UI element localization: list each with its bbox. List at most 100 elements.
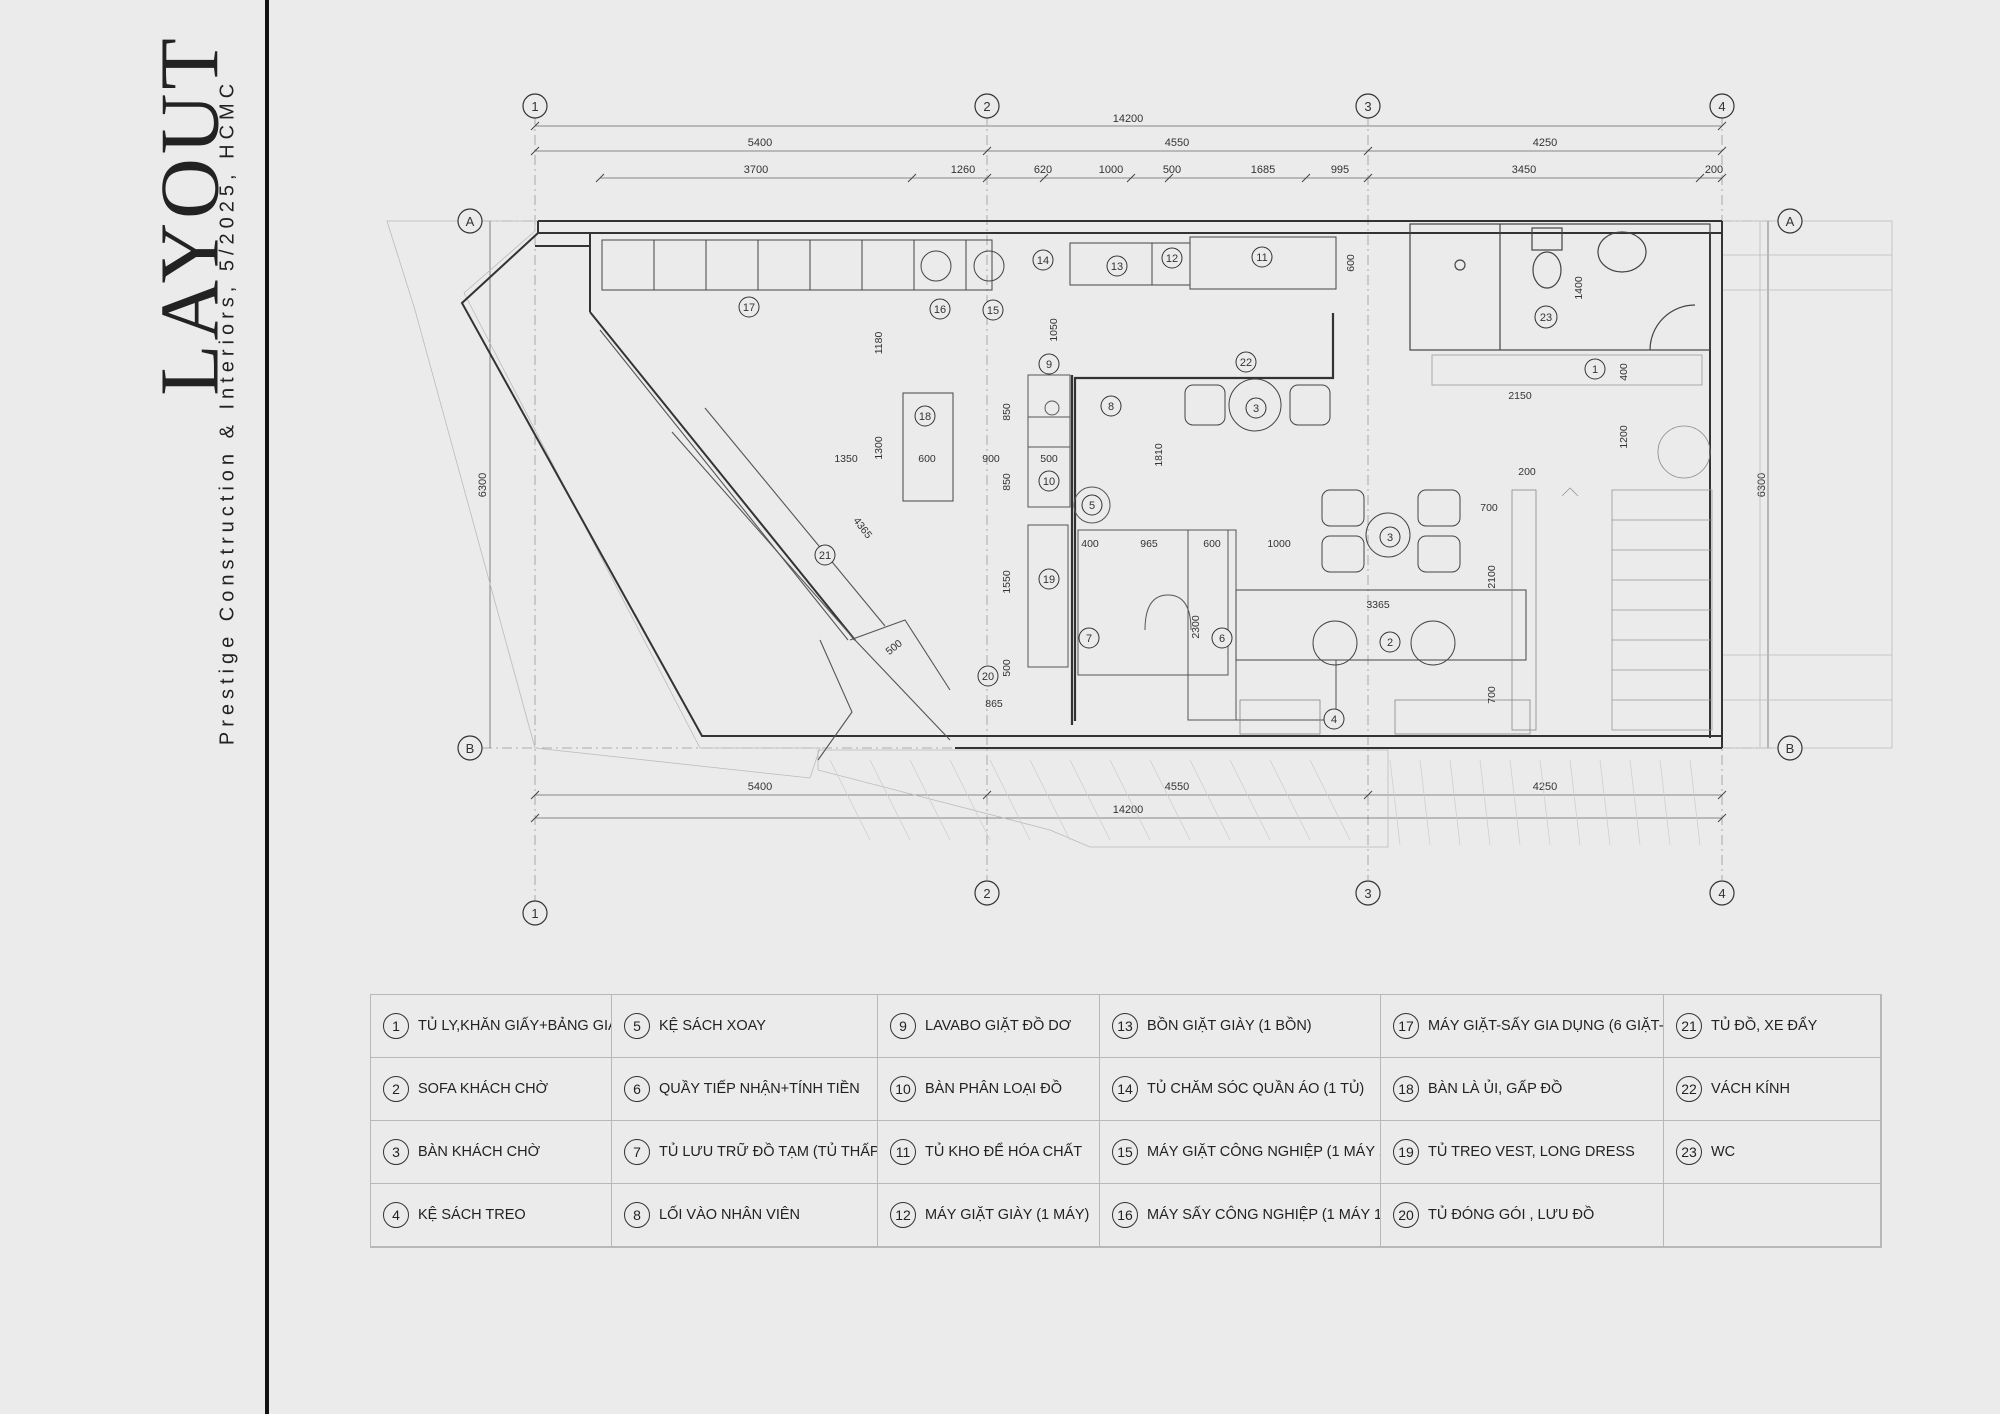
tag-circles xyxy=(738,246,1606,730)
grid-label-a: A xyxy=(1786,214,1795,229)
legend-label: TỦ ĐỒ, XE ĐẨY xyxy=(1711,1018,1818,1034)
tag: 23 xyxy=(1540,312,1552,324)
grid-label-4: 4 xyxy=(1718,886,1725,901)
legend-item: 11 TỦ KHO ĐỂ HÓA CHẤT xyxy=(878,1121,1100,1184)
legend-label: BÀN PHÂN LOẠI ĐỒ xyxy=(925,1081,1062,1097)
legend-label: LỐI VÀO NHÂN VIÊN xyxy=(659,1207,801,1223)
tag: 13 xyxy=(1111,261,1123,273)
legend-number: 10 xyxy=(890,1076,916,1102)
dim: 965 xyxy=(1140,538,1158,550)
legend-number: 4 xyxy=(383,1202,409,1228)
tag: 2 xyxy=(1387,637,1393,649)
legend-number: 11 xyxy=(890,1139,916,1165)
dim: 1550 xyxy=(1001,570,1013,594)
legend-number: 1 xyxy=(383,1013,409,1039)
dim-sub: 3450 xyxy=(1512,164,1536,176)
dim: 865 xyxy=(985,698,1003,710)
dim: 500 xyxy=(1040,453,1058,465)
legend-number: 21 xyxy=(1676,1013,1702,1039)
dim-sub: 1685 xyxy=(1251,164,1275,176)
stairs xyxy=(1561,487,1713,731)
site-outline xyxy=(386,220,1893,848)
legend-number: 8 xyxy=(624,1202,650,1228)
tag: 17 xyxy=(743,302,755,314)
dim-bay-2-bottom: 4550 xyxy=(1165,781,1189,793)
grid-label-a: A xyxy=(466,214,475,229)
legend-item: 8 LỐI VÀO NHÂN VIÊN xyxy=(612,1184,878,1247)
dim: 2150 xyxy=(1508,390,1532,402)
tag-numbers: 1 2 3 3 4 5 6 7 8 9 10 11 12 13 14 15 16… xyxy=(743,252,1598,726)
grid-label-3: 3 xyxy=(1364,886,1371,901)
dim: 1400 xyxy=(1573,276,1585,300)
dim-sub: 500 xyxy=(1163,164,1181,176)
wc-dim-box xyxy=(1431,354,1703,386)
dim: 1180 xyxy=(873,332,885,355)
legend-label: BÀN KHÁCH CHỜ xyxy=(418,1144,541,1160)
legend-number: 22 xyxy=(1676,1076,1702,1102)
legend-item: 17 MÁY GIẶT-SẤY GIA DỤNG (6 GIẶT-6 SẤY) xyxy=(1381,995,1664,1058)
inner-dim-texts: 600 1180 1050 850 850 1300 1350 600 900 … xyxy=(834,254,1630,710)
legend-number: 19 xyxy=(1393,1139,1419,1165)
dim: 500 xyxy=(1001,659,1013,677)
tag: 20 xyxy=(982,671,994,683)
legend-number: 6 xyxy=(624,1076,650,1102)
tag: 7 xyxy=(1086,633,1092,645)
tag: 14 xyxy=(1037,255,1049,267)
dim: 600 xyxy=(1345,254,1357,272)
glass-partition xyxy=(1070,313,1335,725)
dim: 700 xyxy=(1480,502,1498,514)
title-divider xyxy=(265,0,269,1414)
legend-label: MÁY GIẶT CÔNG NGHIỆP (1 MÁY 13KG) xyxy=(1147,1144,1380,1160)
dim: 200 xyxy=(1518,466,1536,478)
legend-label: LAVABO GIẶT ĐỒ DƠ xyxy=(925,1018,1072,1034)
dim-bay-3-top: 4250 xyxy=(1533,137,1557,149)
dim: 1810 xyxy=(1153,443,1165,467)
legend-label: TỦ CHĂM SÓC QUẦN ÁO (1 TỦ) xyxy=(1147,1081,1365,1097)
tag: 11 xyxy=(1256,252,1267,264)
tag: 1 xyxy=(1592,364,1598,376)
dim: 600 xyxy=(918,453,936,465)
tag: 22 xyxy=(1240,357,1252,369)
dim: 400 xyxy=(1618,363,1630,381)
dim: 900 xyxy=(982,453,1000,465)
ironing-table xyxy=(902,392,954,502)
tag: 4 xyxy=(1331,714,1337,726)
legend-label: QUẦY TIẾP NHẬN+TÍNH TIỀN xyxy=(659,1081,860,1097)
waiting-furniture xyxy=(1184,378,1527,666)
dim-sub: 3700 xyxy=(744,164,768,176)
grid-label-4: 4 xyxy=(1718,99,1725,114)
tag: 21 xyxy=(819,550,831,562)
legend-item: 3 BÀN KHÁCH CHỜ xyxy=(371,1121,612,1184)
dim: 1200 xyxy=(1618,425,1630,449)
tag: 15 xyxy=(987,305,999,317)
legend-label: MÁY GIẶT-SẤY GIA DỤNG (6 GIẶT-6 SẤY) xyxy=(1428,1018,1664,1034)
dim: 1000 xyxy=(1267,538,1291,550)
legend-label: MÁY SẤY CÔNG NGHIỆP (1 MÁY 13KG) xyxy=(1147,1207,1380,1223)
dim: 1300 xyxy=(873,436,885,460)
grid-label-b: B xyxy=(1786,741,1795,756)
tag: 18 xyxy=(919,411,931,423)
legend-label: TỦ LƯU TRỮ ĐỒ TẠM (TỦ THẤP) xyxy=(659,1144,878,1160)
dim: 500 xyxy=(884,637,905,657)
dim: 1350 xyxy=(834,453,858,465)
legend-number: 3 xyxy=(383,1139,409,1165)
legend-number: 12 xyxy=(890,1202,916,1228)
legend-label: BÀN LÀ ỦI, GẤP ĐỒ xyxy=(1428,1081,1563,1097)
dim-bay-1-top: 5400 xyxy=(748,137,772,149)
dimension-ticks xyxy=(530,121,1727,823)
legend-number: 7 xyxy=(624,1139,650,1165)
legend-label: TỦ KHO ĐỂ HÓA CHẤT xyxy=(925,1144,1083,1160)
legend-number: 17 xyxy=(1393,1013,1419,1039)
legend-item xyxy=(1664,1184,1881,1247)
tag: 3 xyxy=(1253,403,1259,415)
sofa-zone xyxy=(599,329,951,761)
